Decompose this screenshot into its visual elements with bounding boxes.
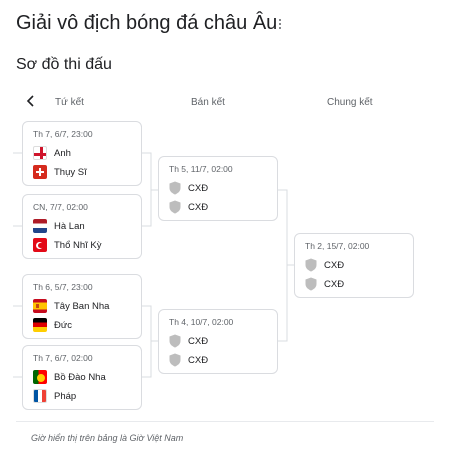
team-row: Tây Ban Nha: [33, 298, 109, 314]
shield-icon: [169, 353, 181, 367]
team-row: Bồ Đào Nha: [33, 369, 106, 385]
team-row: CXĐ: [169, 180, 208, 196]
team-name: Pháp: [54, 390, 77, 402]
team-name: Anh: [54, 147, 71, 159]
netherlands-flag-icon: [33, 219, 47, 233]
turkey-flag-icon: [33, 238, 47, 252]
team-name: Thổ Nhĩ Kỳ: [54, 239, 102, 251]
team-row: Hà Lan: [33, 218, 85, 234]
chevron-left-icon[interactable]: [24, 93, 38, 109]
england-flag-icon: [33, 146, 47, 160]
team-row: Pháp: [33, 388, 76, 404]
match-card-qf-2[interactable]: CN, 7/7, 02:00 Hà Lan Thổ Nhĩ Kỳ: [22, 194, 142, 259]
match-card-sf-1[interactable]: Th 5, 11/7, 02:00 CXĐ CXĐ: [158, 156, 278, 221]
team-name: Hà Lan: [54, 220, 85, 232]
portugal-flag-icon: [33, 370, 47, 384]
shield-icon: [305, 258, 317, 272]
team-row: CXĐ: [169, 199, 208, 215]
stage-label-semifinal: Bán kết: [191, 97, 225, 108]
team-row: Thụy Sĩ: [33, 164, 87, 180]
switzerland-flag-icon: [33, 165, 47, 179]
team-row: CXĐ: [169, 352, 208, 368]
shield-icon: [169, 334, 181, 348]
match-card-final[interactable]: Th 2, 15/7, 02:00 CXĐ CXĐ: [294, 233, 414, 298]
match-date: CN, 7/7, 02:00: [33, 202, 88, 212]
stage-label-final: Chung kết: [327, 97, 373, 108]
timezone-note: Giờ hiển thị trên bảng là Giờ Việt Nam: [31, 433, 184, 443]
divider: [16, 421, 434, 422]
stage-label-quarterfinal: Tứ kết: [55, 97, 84, 108]
team-row: CXĐ: [169, 333, 208, 349]
team-name: Thụy Sĩ: [54, 166, 87, 178]
team-name: CXĐ: [324, 278, 345, 290]
match-card-sf-2[interactable]: Th 4, 10/7, 02:00 CXĐ CXĐ: [158, 309, 278, 374]
more-options-icon[interactable]: [277, 18, 283, 32]
shield-icon: [305, 277, 317, 291]
match-card-qf-4[interactable]: Th 7, 6/7, 02:00 Bồ Đào Nha Pháp: [22, 345, 142, 410]
shield-icon: [169, 181, 181, 195]
spain-flag-icon: [33, 299, 47, 313]
match-card-qf-1[interactable]: Th 7, 6/7, 23:00 Anh Thụy Sĩ: [22, 121, 142, 186]
team-row: CXĐ: [305, 276, 344, 292]
team-name: Bồ Đào Nha: [54, 371, 106, 383]
match-date: Th 7, 6/7, 23:00: [33, 129, 93, 139]
page-title: Giải vô địch bóng đá châu Âu: [16, 12, 278, 34]
team-row: Thổ Nhĩ Kỳ: [33, 237, 102, 253]
germany-flag-icon: [33, 318, 47, 332]
team-name: CXĐ: [324, 259, 345, 271]
team-row: Đức: [33, 317, 72, 333]
match-date: Th 7, 6/7, 02:00: [33, 353, 93, 363]
match-date: Th 2, 15/7, 02:00: [305, 241, 370, 251]
france-flag-icon: [33, 389, 47, 403]
team-name: CXĐ: [188, 201, 209, 213]
match-card-qf-3[interactable]: Th 6, 5/7, 23:00 Tây Ban Nha Đức: [22, 274, 142, 339]
team-name: CXĐ: [188, 354, 209, 366]
team-name: Đức: [54, 319, 72, 331]
team-row: CXĐ: [305, 257, 344, 273]
shield-icon: [169, 200, 181, 214]
match-date: Th 4, 10/7, 02:00: [169, 317, 234, 327]
match-date: Th 5, 11/7, 02:00: [169, 164, 233, 174]
team-row: Anh: [33, 145, 71, 161]
team-name: CXĐ: [188, 335, 209, 347]
team-name: Tây Ban Nha: [54, 300, 110, 312]
team-name: CXĐ: [188, 182, 209, 194]
match-date: Th 6, 5/7, 23:00: [33, 282, 93, 292]
bracket-subtitle: Sơ đồ thi đấu: [16, 56, 112, 73]
